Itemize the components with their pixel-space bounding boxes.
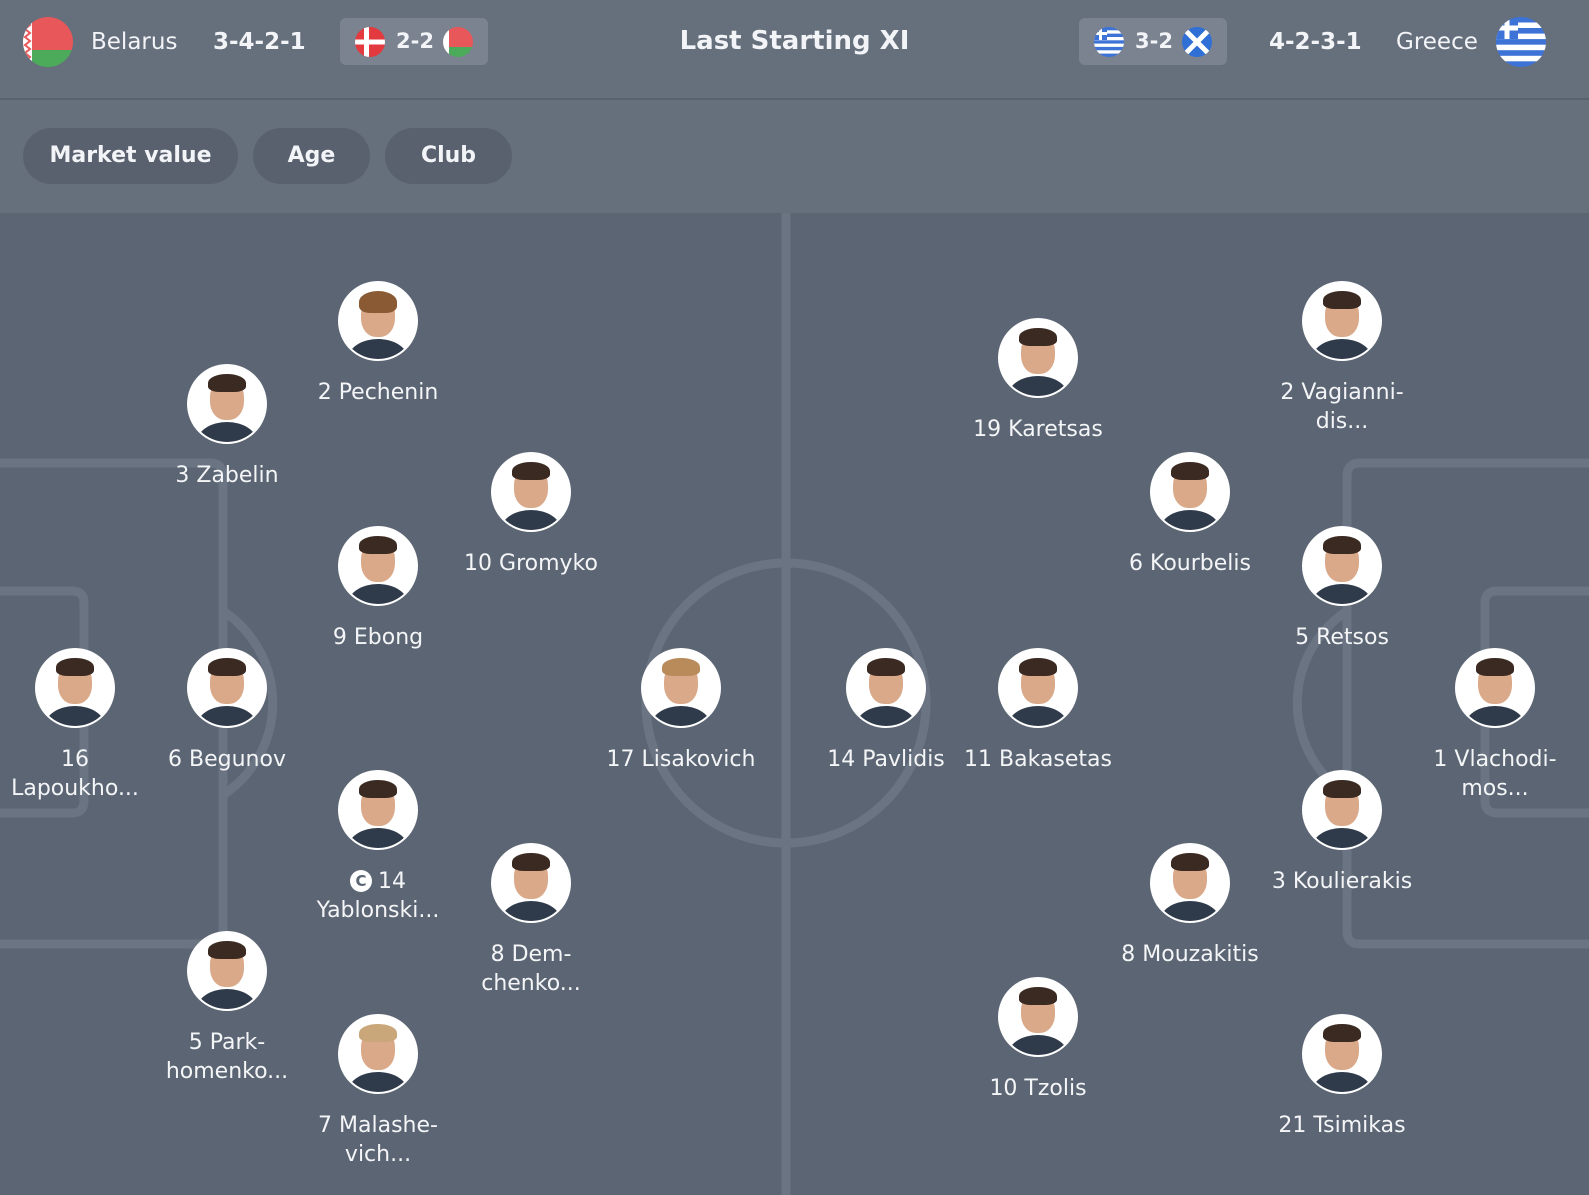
home-player-lisakovich[interactable]: 17 Lisakovich	[596, 650, 766, 774]
home-player-malashevich[interactable]: 7 Malashe-vich...	[293, 1016, 463, 1169]
player-name: 7 Malashe-vich...	[318, 1113, 438, 1167]
filter-bar: Market value Age Club	[0, 100, 1589, 213]
player-name: 19 Karetsas	[973, 417, 1103, 442]
player-photo	[340, 1016, 416, 1092]
greece-small-flag-icon	[1094, 27, 1124, 57]
player-photo	[848, 650, 924, 726]
away-last-match-chip[interactable]: 3-2	[1079, 18, 1227, 65]
player-photo	[1304, 528, 1380, 604]
player-photo	[340, 283, 416, 359]
captain-badge-icon: C	[350, 870, 372, 892]
player-name: 9 Ebong	[332, 625, 424, 650]
player-name: 17 Lisakovich	[606, 747, 756, 772]
home-player-gromyko[interactable]: 10 Gromyko	[446, 454, 616, 578]
player-photo	[1457, 650, 1533, 726]
player-name: 5 Retsos	[1295, 625, 1389, 650]
player-name: 2 Pechenin	[317, 380, 439, 405]
away-player-koulierakis[interactable]: 3 Koulierakis	[1257, 772, 1427, 896]
away-formation: 4-2-3-1	[1269, 29, 1362, 55]
player-name: 8 Dem-chenko...	[481, 942, 581, 996]
player-name: 21 Tsimikas	[1278, 1113, 1406, 1138]
match-header: Belarus 3-4-2-1 2-2 Last Starting XI	[0, 0, 1589, 100]
filter-market-value[interactable]: Market value	[23, 128, 238, 184]
home-player-demchenko[interactable]: 8 Dem-chenko...	[446, 845, 616, 998]
player-photo	[37, 650, 113, 726]
player-photo	[1152, 845, 1228, 921]
pitch: 2 Pechenin 3 Zabelin 10 Gromyko 9 Ebong …	[0, 213, 1589, 1195]
player-photo	[1304, 283, 1380, 359]
player-name: 6 Kourbelis	[1129, 551, 1251, 576]
player-name: 8 Mouzakitis	[1121, 942, 1259, 967]
player-name: 11 Bakasetas	[964, 747, 1112, 772]
home-team-name[interactable]: Belarus	[91, 29, 178, 55]
player-photo	[340, 528, 416, 604]
player-name: 1 Vlachodi-mos...	[1433, 747, 1557, 801]
player-photo	[1000, 979, 1076, 1055]
player-photo	[1152, 454, 1228, 530]
player-name: 6 Begunov	[168, 747, 286, 772]
player-photo	[643, 650, 719, 726]
player-photo	[1304, 772, 1380, 848]
home-last-match-score: 2-2	[396, 29, 434, 53]
player-name: 3 Koulierakis	[1271, 869, 1413, 894]
away-player-bakasetas[interactable]: 11 Bakasetas	[953, 650, 1123, 774]
denmark-flag-icon	[355, 27, 385, 57]
away-player-mouzakitis[interactable]: 8 Mouzakitis	[1105, 845, 1275, 969]
player-photo	[1304, 1016, 1380, 1092]
home-player-begunov[interactable]: 6 Begunov	[142, 650, 312, 774]
belarus-small-flag-icon	[443, 27, 473, 57]
player-photo	[189, 933, 265, 1009]
player-name: 3 Zabelin	[175, 463, 279, 488]
page-title: Last Starting XI	[679, 26, 910, 56]
away-last-match-score: 3-2	[1135, 29, 1173, 53]
away-player-tsimikas[interactable]: 21 Tsimikas	[1257, 1016, 1427, 1140]
home-player-zabelin[interactable]: 3 Zabelin	[142, 366, 312, 490]
player-photo	[493, 845, 569, 921]
home-player-pechenin[interactable]: 2 Pechenin	[293, 283, 463, 407]
filter-club[interactable]: Club	[385, 128, 512, 184]
belarus-flag-icon	[23, 17, 73, 67]
player-photo	[1000, 650, 1076, 726]
away-player-vagiannidis[interactable]: 2 Vagianni-dis...	[1257, 283, 1427, 436]
player-name: 10 Tzolis	[989, 1076, 1087, 1101]
player-name: 14 Pavlidis	[827, 747, 945, 772]
away-player-retsos[interactable]: 5 Retsos	[1257, 528, 1427, 652]
player-name: 10 Gromyko	[464, 551, 598, 576]
home-last-match-chip[interactable]: 2-2	[340, 18, 488, 65]
player-photo	[189, 650, 265, 726]
player-photo	[1000, 320, 1076, 396]
player-photo	[340, 772, 416, 848]
player-photo	[493, 454, 569, 530]
scotland-flag-icon	[1182, 27, 1212, 57]
home-player-parkhomenko[interactable]: 5 Park-homenko...	[142, 933, 312, 1086]
greece-flag-icon	[1496, 17, 1546, 67]
away-player-vlachodimos[interactable]: 1 Vlachodi-mos...	[1410, 650, 1580, 803]
home-player-ebong[interactable]: 9 Ebong	[293, 528, 463, 652]
away-team-name[interactable]: Greece	[1396, 29, 1478, 55]
player-name: 2 Vagianni-dis...	[1280, 380, 1404, 434]
home-formation: 3-4-2-1	[213, 29, 306, 55]
player-name: 5 Park-homenko...	[165, 1030, 289, 1084]
away-player-pavlidis[interactable]: 14 Pavlidis	[801, 650, 971, 774]
away-player-tzolis[interactable]: 10 Tzolis	[953, 979, 1123, 1103]
filter-age[interactable]: Age	[253, 128, 370, 184]
away-player-karetsas[interactable]: 19 Karetsas	[953, 320, 1123, 444]
away-player-kourbelis[interactable]: 6 Kourbelis	[1105, 454, 1275, 578]
player-photo	[189, 366, 265, 442]
